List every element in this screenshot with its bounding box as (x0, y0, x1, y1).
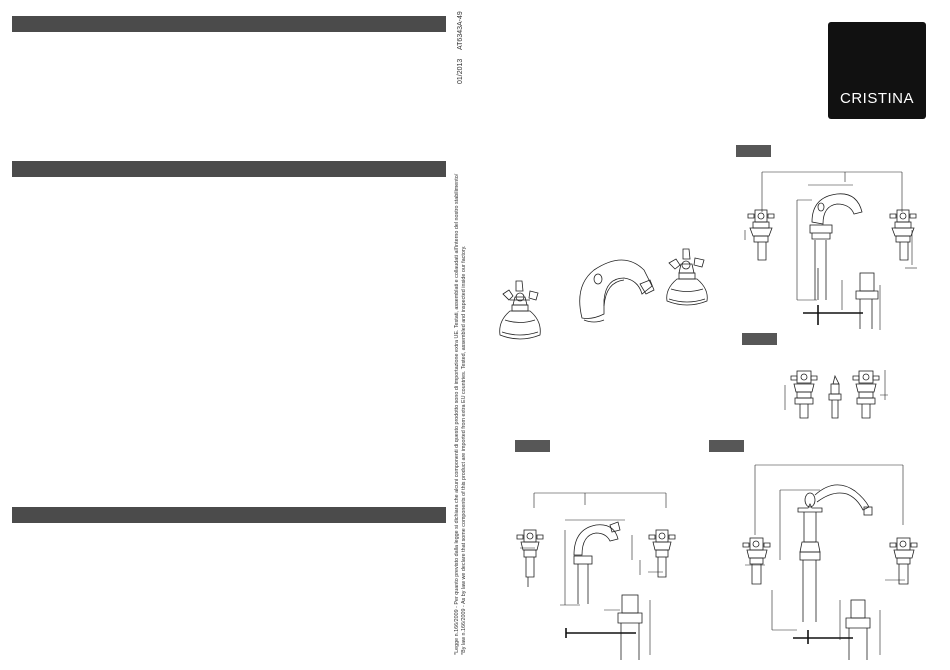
label-tab-2 (742, 333, 777, 345)
drawing-2 (784, 370, 888, 419)
brand-name: CRISTINA (839, 90, 914, 107)
label-tab-3 (515, 440, 550, 452)
section-bar-2 (12, 161, 446, 177)
label-tab-4 (709, 440, 744, 452)
section-bar-3 (12, 507, 446, 523)
section-bar-1 (12, 16, 446, 32)
label-tab-1 (736, 145, 771, 157)
drawing-4 (742, 464, 918, 660)
brand-logo: CRISTINA (828, 22, 926, 119)
drawing-3 (516, 492, 676, 660)
drawing-1 (744, 171, 917, 330)
product-illustration (499, 248, 708, 340)
